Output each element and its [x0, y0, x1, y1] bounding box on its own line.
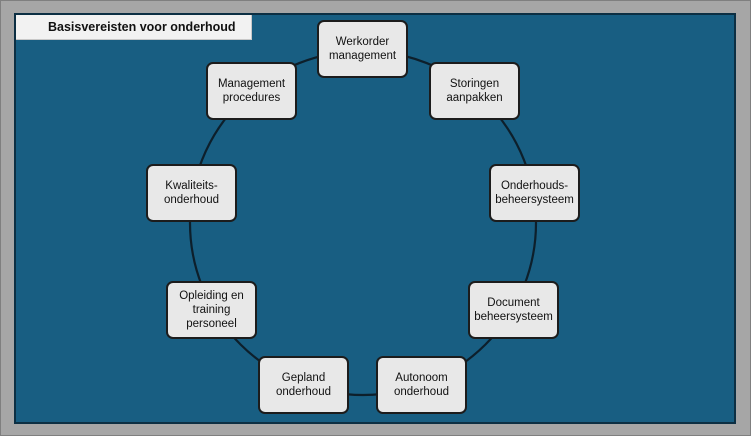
node-label: Werkorder management: [328, 36, 397, 62]
node-management-procedures: Management procedures: [206, 62, 297, 120]
node-werkorder-management: Werkorder management: [317, 20, 408, 78]
node-opleiding-training-personeel: Opleiding en training personeel: [166, 281, 257, 339]
node-kwaliteitsonderhoud: Kwaliteits- onderhoud: [146, 164, 237, 222]
node-gepland-onderhoud: Gepland onderhoud: [258, 356, 349, 414]
diagram-title: Basisvereisten voor onderhoud: [16, 15, 252, 40]
node-label: Gepland onderhoud: [276, 372, 331, 398]
node-autonoom-onderhoud: Autonoom onderhoud: [376, 356, 467, 414]
node-label: Document beheersysteem: [474, 297, 553, 323]
node-label: Storingen aanpakken: [446, 78, 503, 104]
node-label: Opleiding en training personeel: [179, 290, 244, 330]
node-label: Onderhouds- beheersysteem: [495, 180, 574, 206]
node-label: Management procedures: [217, 78, 286, 104]
node-label: Kwaliteits- onderhoud: [164, 180, 219, 206]
node-storingen-aanpakken: Storingen aanpakken: [429, 62, 520, 120]
diagram-panel: [14, 13, 736, 424]
node-label: Autonoom onderhoud: [394, 372, 449, 398]
node-onderhoudsbeheersysteem: Onderhouds- beheersysteem: [489, 164, 580, 222]
node-document-beheersysteem: Document beheersysteem: [468, 281, 559, 339]
